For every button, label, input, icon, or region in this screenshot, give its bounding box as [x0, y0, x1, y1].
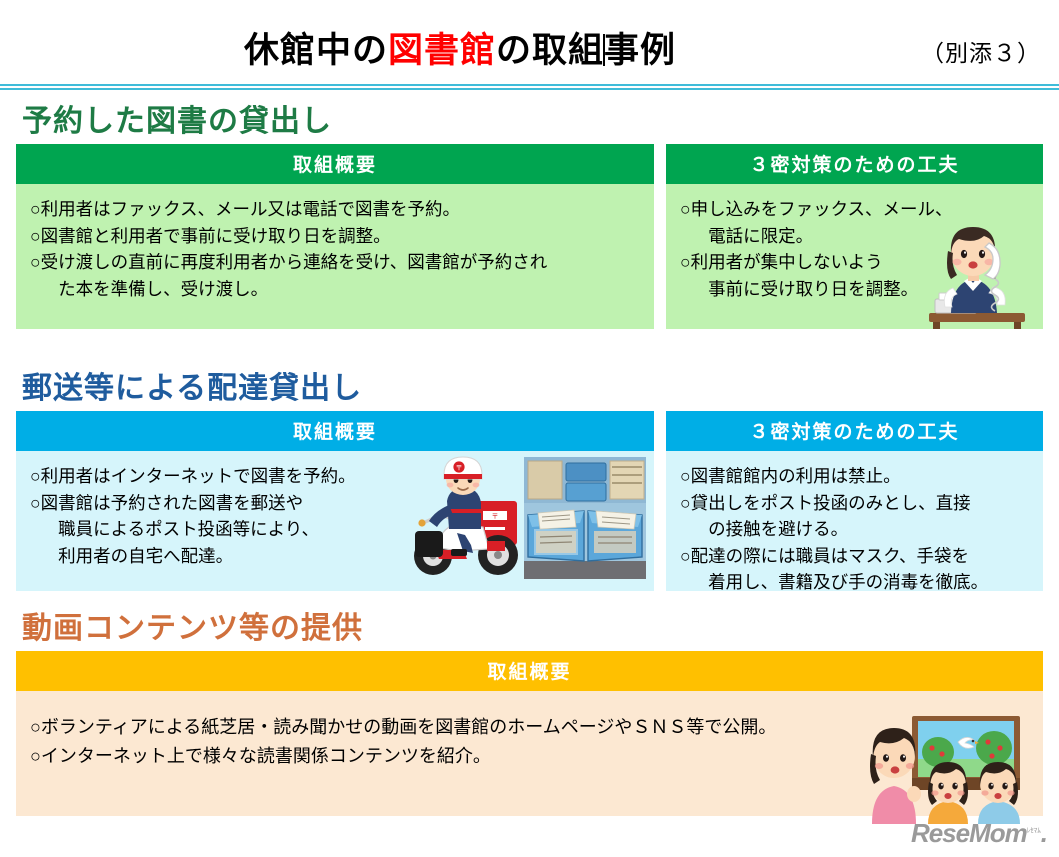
svg-text:〒: 〒	[456, 465, 463, 472]
panel-three-cs-countermeasures: ３密対策のための工夫 ○図書館館内の利用は禁止。 ○貸出しをポスト投函のみとし、…	[666, 411, 1043, 592]
kamishibai-storytelling-illustration	[870, 716, 1020, 824]
list-item: ○配達の際には職員はマスク、手袋を 着用し、書籍及び手の消毒を徹底。	[680, 545, 989, 593]
watermark-dot: .	[1040, 818, 1048, 848]
resemom-watermark: ReseMomﾚｾﾏﾑ.	[910, 818, 1048, 849]
list-item: ○ボランティアによる紙芝居・読み聞かせの動画を図書館のホームページやＳＮＳ等で公…	[30, 717, 777, 737]
panel-overview: 取組概要 ○利用者はインターネットで図書を予約。 ○図書館は予約された図書を郵送…	[16, 411, 654, 591]
panel-overview: 取組概要 ○ボランティアによる紙芝居・読み聞かせの動画を図書館のホームページやＳ…	[16, 651, 1043, 824]
list-item: ○貸出しをポスト投函のみとし、直接 の接触を避ける。	[680, 492, 971, 540]
list-item: ○インターネット上で様々な読書関係コンテンツを紹介。	[30, 746, 491, 767]
title-divider	[0, 84, 1059, 90]
book-crates-photo	[524, 457, 646, 579]
bullet-list: ○図書館館内の利用は禁止。 ○貸出しをポスト投函のみとし、直接 の接触を避ける。…	[680, 463, 1029, 596]
panel-body: ○ボランティアによる紙芝居・読み聞かせの動画を図書館のホームページやＳＮＳ等で公…	[16, 691, 1043, 824]
bullet-list: ○申し込みをファックス、メール、 電話に限定。 ○利用者が集中しないよう 事前に…	[680, 196, 1029, 302]
list-item: ○申し込みをファックス、メール、 電話に限定。	[680, 199, 953, 246]
list-item: ○図書館と利用者で事前に受け取り日を調整。	[30, 225, 391, 246]
text-cursor-icon	[603, 34, 606, 66]
woman-on-telephone-illustration	[929, 227, 1025, 329]
svg-text:〒: 〒	[492, 514, 499, 521]
panel-header-label: 取組概要	[16, 651, 1043, 691]
section-heading: 予約した図書の貸出し	[22, 105, 332, 138]
panel-body: ○申し込みをファックス、メール、 電話に限定。 ○利用者が集中しないよう 事前に…	[666, 184, 1043, 329]
postal-worker-on-scooter-illustration: 〒	[414, 456, 518, 575]
divider-line-top	[0, 84, 1059, 86]
section-mail-delivery-lending: 郵送等による配達貸出し 取組概要 ○利用者はインターネットで図書を予約。 ○図書…	[0, 363, 1059, 598]
watermark-ruby: ﾚｾﾏﾑ	[1026, 827, 1041, 835]
title-mid: の取組	[496, 31, 605, 70]
panel-header-label: 取組概要	[16, 411, 654, 451]
section-heading: 郵送等による配達貸出し	[22, 372, 363, 405]
panel-three-cs-countermeasures: ３密対策のための工夫 ○申し込みをファックス、メール、 電話に限定。 ○利用者が…	[666, 144, 1043, 329]
title-suffix: 事例	[604, 31, 677, 70]
title-bar: 休館中の図書館の取組事例 （別添３）	[0, 22, 1059, 80]
panel-header-label: ３密対策のための工夫	[666, 411, 1043, 451]
bullet-list: ○利用者はインターネットで図書を予約。 ○図書館は予約された図書を郵送や 職員に…	[30, 463, 640, 569]
list-item: ○図書館は予約された図書を郵送や 職員によるポスト投函等により、 利用者の自宅へ…	[30, 492, 320, 566]
panel-header-label: ３密対策のための工夫	[666, 144, 1043, 184]
list-item: ○図書館館内の利用は禁止。	[680, 466, 901, 486]
panel-header-label: 取組概要	[16, 144, 654, 184]
bullet-list: ○利用者はファックス、メール又は電話で図書を予約。 ○図書館と利用者で事前に受け…	[30, 196, 640, 302]
panel-overview: 取組概要 ○利用者はファックス、メール又は電話で図書を予約。 ○図書館と利用者で…	[16, 144, 654, 329]
title-highlight: 図書館	[387, 31, 496, 70]
panel-body: ○利用者はインターネットで図書を予約。 ○図書館は予約された図書を郵送や 職員に…	[16, 451, 654, 591]
list-item: ○利用者はファックス、メール又は電話で図書を予約。	[30, 199, 461, 219]
title-prefix: 休館中の	[243, 31, 388, 70]
section-video-content-provision: 動画コンテンツ等の提供 取組概要 ○ボランティアによる紙芝居・読み聞かせの動画を…	[0, 603, 1059, 824]
list-item: ○受け渡しの直前に再度利用者から連絡を受け、図書館が予約され た本を準備し、受け…	[30, 252, 548, 299]
list-item: ○利用者はインターネットで図書を予約。	[30, 466, 356, 486]
divider-line-bottom	[0, 88, 1059, 90]
list-item: ○利用者が集中しないよう 事前に受け取り日を調整。	[680, 252, 919, 299]
attachment-number: （別添３）	[921, 40, 1041, 66]
section-heading: 動画コンテンツ等の提供	[22, 612, 363, 645]
watermark-text: ReseMom	[910, 818, 1028, 848]
panel-body: ○図書館館内の利用は禁止。 ○貸出しをポスト投函のみとし、直接 の接触を避ける。…	[666, 451, 1043, 592]
page-title: 休館中の図書館の取組事例	[0, 22, 920, 73]
section-reserved-book-lending: 予約した図書の貸出し 取組概要 ○利用者はファックス、メール又は電話で図書を予約…	[0, 96, 1059, 346]
panel-body: ○利用者はファックス、メール又は電話で図書を予約。 ○図書館と利用者で事前に受け…	[16, 184, 654, 329]
bullet-list: ○ボランティアによる紙芝居・読み聞かせの動画を図書館のホームページやＳＮＳ等で公…	[30, 713, 1029, 771]
